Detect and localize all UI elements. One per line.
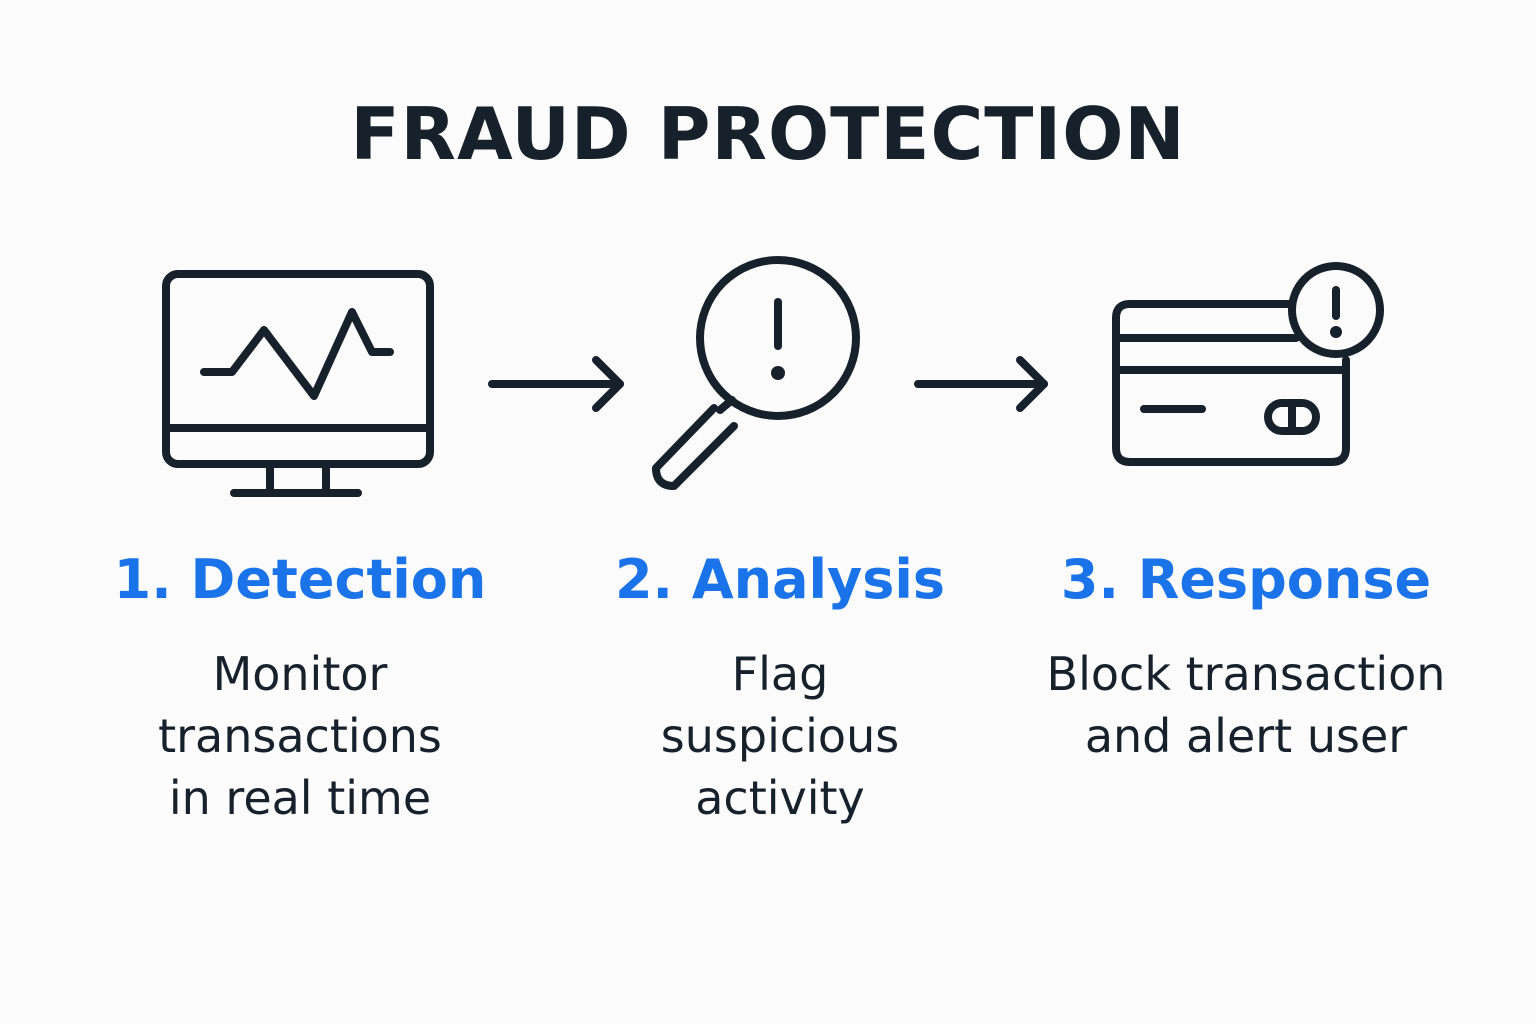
card-alert-icon xyxy=(1112,262,1384,466)
step-title: 2. Analysis xyxy=(614,548,946,611)
step-response: 3. Response Block transaction and alert … xyxy=(1016,548,1476,767)
arrow-right-icon xyxy=(488,356,624,412)
step-description-line: Block transaction xyxy=(1046,646,1446,701)
step-description-line: activity xyxy=(695,770,865,825)
monitor-pulse-icon xyxy=(162,270,434,497)
page-title: FRAUD PROTECTION xyxy=(350,92,1186,176)
step-description-line: in real time xyxy=(168,770,432,825)
step-description: Block transaction and alert user xyxy=(1016,643,1476,767)
step-detection: 1. Detection Monitor transactions in rea… xyxy=(100,548,500,829)
step-description: Monitor transactions in real time xyxy=(100,643,500,829)
step-description-line: Monitor xyxy=(212,646,388,701)
step-description-line: suspicious xyxy=(660,708,900,763)
step-analysis: 2. Analysis Flag suspicious activity xyxy=(580,548,980,829)
magnifier-alert-icon xyxy=(652,256,860,490)
step-description-line: Flag xyxy=(731,646,829,701)
step-title: 1. Detection xyxy=(113,548,487,611)
step-description-line: and alert user xyxy=(1084,708,1408,763)
arrow-right-icon xyxy=(914,356,1048,412)
step-description-line: transactions xyxy=(158,708,442,763)
step-description: Flag suspicious activity xyxy=(580,643,980,829)
step-title: 3. Response xyxy=(1060,548,1432,611)
